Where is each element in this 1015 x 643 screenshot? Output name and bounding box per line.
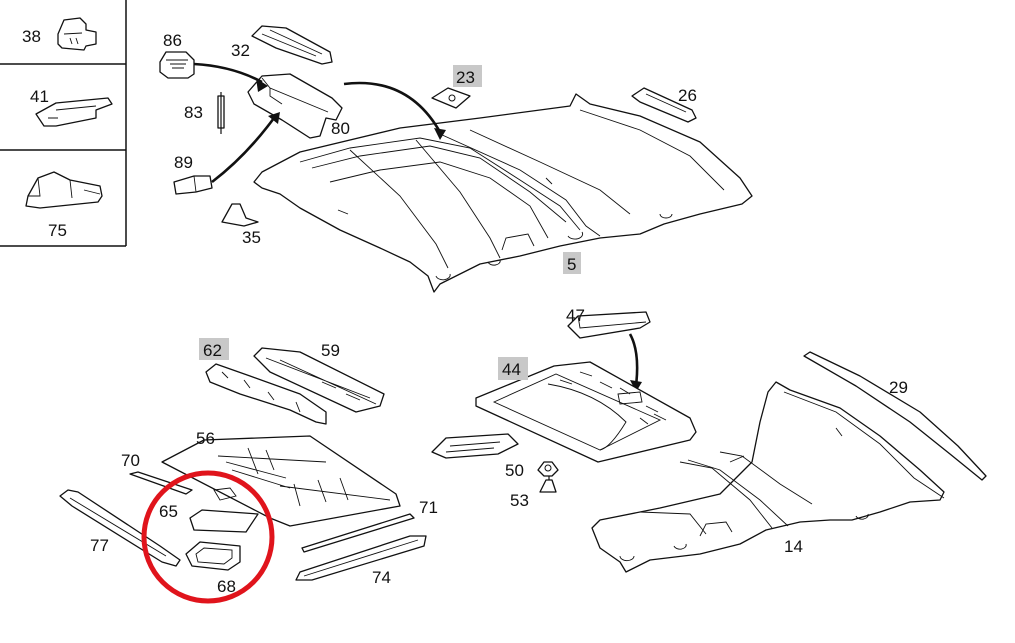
legend-panel	[0, 0, 127, 247]
part-77-rail[interactable]	[59, 489, 181, 567]
headliner-upper-5[interactable]	[253, 93, 753, 293]
part-71-rod[interactable]	[301, 513, 415, 553]
legend-box-75[interactable]: 75	[25, 171, 103, 240]
callout-70[interactable]: 70	[121, 451, 140, 470]
callout-80[interactable]: 80	[331, 119, 350, 138]
callout-26[interactable]: 26	[678, 86, 697, 105]
callout-62[interactable]: 62	[203, 341, 222, 360]
callout-23[interactable]: 23	[456, 68, 475, 87]
part-mat-small[interactable]	[431, 433, 519, 459]
callout-44[interactable]: 44	[502, 360, 521, 379]
part-83-bulb[interactable]	[217, 92, 225, 134]
callout-14[interactable]: 14	[784, 537, 803, 556]
part-56-mat[interactable]	[161, 435, 401, 527]
callout-89[interactable]: 89	[174, 153, 193, 172]
highlight-circle	[141, 470, 275, 604]
part-53-fastener[interactable]	[539, 476, 557, 493]
callout-65[interactable]: 65	[159, 502, 178, 521]
callout-77[interactable]: 77	[90, 536, 109, 555]
legend-label-75: 75	[48, 221, 67, 240]
callout-5[interactable]: 5	[567, 255, 576, 274]
part-68-tray[interactable]	[185, 541, 241, 571]
legend-label-38: 38	[22, 27, 41, 46]
legend-box-41[interactable]: 41	[30, 87, 113, 127]
part-59-panel[interactable]	[253, 347, 385, 413]
part-44-frame[interactable]	[475, 361, 697, 463]
part-35-bracket[interactable]	[221, 203, 259, 227]
headliner-lower-14[interactable]	[591, 381, 945, 573]
part-86-switch[interactable]	[159, 51, 195, 79]
legend-box-38[interactable]: 38	[22, 17, 97, 51]
part-26-handle[interactable]	[631, 87, 697, 123]
part-32-frame[interactable]	[251, 25, 333, 65]
part-50-fastener[interactable]	[537, 461, 559, 477]
highlight-23	[453, 65, 482, 87]
callout-32[interactable]: 32	[231, 41, 250, 60]
highlight-62	[199, 338, 229, 360]
callout-35[interactable]: 35	[242, 228, 261, 247]
callout-71[interactable]: 71	[419, 498, 438, 517]
part-74-trim[interactable]	[295, 535, 427, 581]
callout-56[interactable]: 56	[196, 429, 215, 448]
callout-highlights	[199, 65, 581, 380]
part-62-strip[interactable]	[205, 363, 327, 425]
assembly-arrows	[193, 62, 642, 392]
callout-50[interactable]: 50	[505, 461, 524, 480]
callout-53[interactable]: 53	[510, 491, 529, 510]
callout-labels: 86 32 83 80 89 35 23 26 5 62 59 47 44 29…	[90, 31, 908, 596]
callout-68[interactable]: 68	[217, 577, 236, 596]
part-29-seal[interactable]	[803, 351, 987, 481]
highlight-44	[498, 357, 528, 380]
highlight-5	[563, 252, 581, 274]
part-47-bar[interactable]	[567, 311, 651, 339]
callout-83[interactable]: 83	[184, 103, 203, 122]
part-65-pad[interactable]	[189, 509, 259, 533]
callout-86[interactable]: 86	[163, 31, 182, 50]
callout-29[interactable]: 29	[889, 378, 908, 397]
legend-label-41: 41	[30, 87, 49, 106]
callout-47[interactable]: 47	[566, 306, 585, 325]
callout-59[interactable]: 59	[321, 341, 340, 360]
callout-74[interactable]: 74	[372, 568, 391, 587]
part-23-clip[interactable]	[431, 87, 471, 109]
part-89-connector[interactable]	[173, 175, 213, 195]
